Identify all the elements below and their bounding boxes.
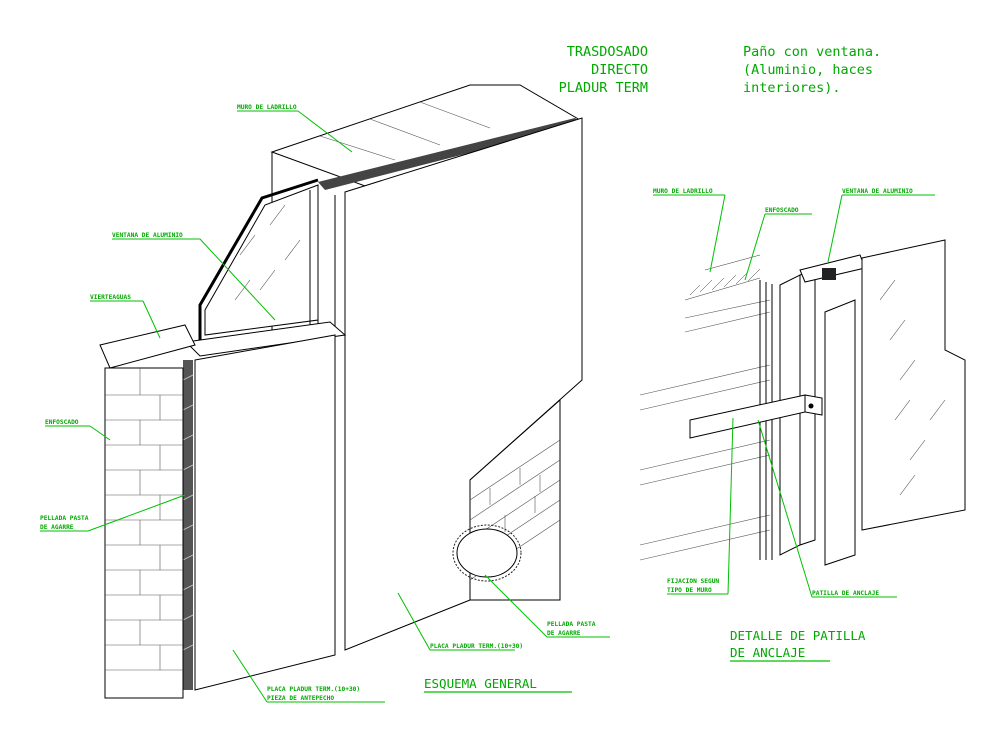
detail-label-fijacion-line1: FIJACION SEGUN bbox=[667, 578, 719, 585]
brick-column bbox=[104, 367, 184, 699]
window-sill bbox=[184, 321, 347, 357]
general-scheme bbox=[99, 84, 583, 699]
title-line2: DIRECTO bbox=[591, 62, 648, 78]
caption-detalle-line2: DE ANCLAJE bbox=[730, 645, 805, 660]
detail-label-fijacion-line2: TIPO DE MURO bbox=[667, 587, 712, 594]
antepecho-panel bbox=[194, 334, 336, 691]
label-pellada-b-line2: DE AGARRE bbox=[547, 630, 581, 637]
title-line1: TRASDOSADO bbox=[567, 44, 648, 60]
detail-drawing bbox=[639, 239, 966, 566]
label-enfoscado: ENFOSCADO bbox=[45, 419, 79, 426]
label-pellada-b-line1: PELLADA PASTA bbox=[547, 621, 596, 628]
detail-label-enfoscado: ENFOSCADO bbox=[765, 207, 799, 214]
insulation-left bbox=[183, 360, 193, 690]
label-ventana-aluminio: VENTANA DE ALUMINIO bbox=[112, 232, 183, 239]
caption-detalle-line1: DETALLE DE PATILLA bbox=[730, 628, 866, 643]
anchor-bracket-end bbox=[804, 394, 823, 416]
label-vierteaguas: VIERTEAGUAS bbox=[90, 294, 131, 301]
detail-label-patilla: PATILLA DE ANCLAJE bbox=[812, 590, 879, 597]
detail-label-muro: MURO DE LADRILLO bbox=[653, 188, 713, 195]
label-placa-antepecho-line2: PIEZA DE ANTEPECHO bbox=[267, 695, 334, 702]
window-gasket bbox=[822, 268, 836, 280]
label-muro-ladrillo: MURO DE LADRILLO bbox=[237, 104, 297, 111]
pellada-blob bbox=[456, 528, 518, 578]
vierteaguas bbox=[99, 324, 196, 369]
note-line3: interiores). bbox=[743, 80, 841, 96]
profile-front bbox=[824, 299, 856, 566]
note-line1: Paño con ventana. bbox=[743, 44, 881, 60]
label-placa-pladur: PLACA PLADUR TERM.(10+30) bbox=[430, 643, 523, 650]
wall-hatch bbox=[684, 254, 761, 301]
label-pellada-line1: PELLADA PASTA bbox=[40, 515, 89, 522]
note-line2: (Aluminio, haces bbox=[743, 62, 873, 78]
wall-top bbox=[270, 84, 582, 191]
label-pellada-line2: DE AGARRE bbox=[40, 524, 74, 531]
caption-esquema-general: ESQUEMA GENERAL bbox=[424, 676, 537, 691]
detail-label-ventana: VENTANA DE ALUMINIO bbox=[842, 188, 913, 195]
window-glass bbox=[204, 184, 319, 336]
title-line3: PLADUR TERM bbox=[559, 80, 648, 96]
insulation-top bbox=[318, 118, 582, 190]
detail-glass bbox=[861, 239, 966, 531]
label-placa-antepecho-line1: PLACA PLADUR TERM.(10+30) bbox=[267, 686, 360, 693]
